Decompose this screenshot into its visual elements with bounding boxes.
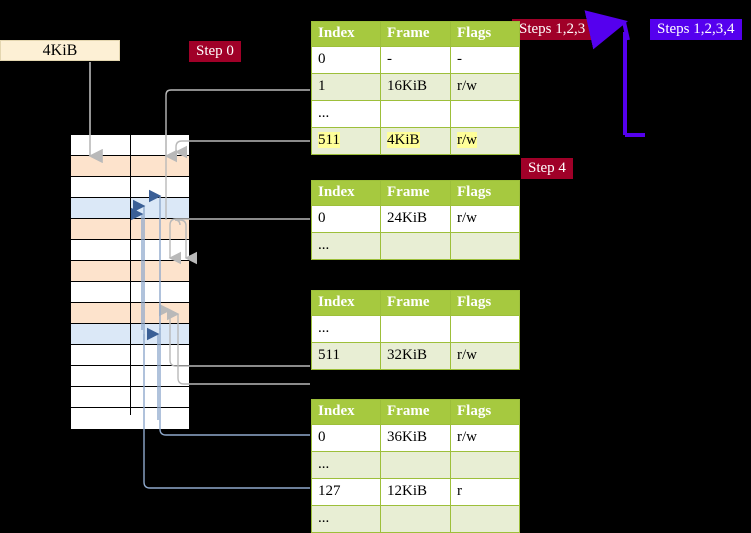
column-header-index: Index <box>311 21 381 47</box>
memory-tick <box>58 176 71 177</box>
cell-index-text: 511 <box>318 132 340 148</box>
cell-flags <box>450 505 520 533</box>
pd-table: Index Frame Flags ... 511 32KiB r/w <box>311 290 520 370</box>
table-row: 0 24KiB r/w <box>311 205 520 233</box>
frame-label-4kib-text: 4KiB <box>42 41 78 59</box>
column-header-frame: Frame <box>380 290 451 316</box>
column-header-flags: Flags <box>450 290 520 316</box>
table-header-row: Index Frame Flags <box>311 399 520 425</box>
memory-tick <box>58 155 71 156</box>
cell-frame: - <box>380 46 451 74</box>
column-header-frame: Frame <box>380 180 451 206</box>
pml4-table: Index Frame Flags 0 - - 1 16KiB r/w ... <box>311 21 520 155</box>
arrow-violet-up <box>584 10 630 50</box>
table-row: 0 36KiB r/w <box>311 424 520 452</box>
cell-flags <box>450 232 520 260</box>
cell-index: 1 <box>311 73 381 101</box>
cell-flags: - <box>450 46 520 74</box>
cell-frame <box>380 315 451 343</box>
cell-flags: r/w <box>450 205 520 233</box>
column-header-index: Index <box>311 180 381 206</box>
cell-index: 511 <box>311 342 381 370</box>
cell-flags: r/w <box>450 73 520 101</box>
memory-tick <box>58 218 71 219</box>
table-row: 127 12KiB r <box>311 478 520 506</box>
cell-index: 511 <box>311 127 381 155</box>
pt-table: Index Frame Flags 0 36KiB r/w ... 127 12… <box>311 399 520 533</box>
table-header-row: Index Frame Flags <box>311 21 520 47</box>
cell-frame <box>380 232 451 260</box>
cell-flags: r <box>450 478 520 506</box>
arrow-table2-to-grid <box>168 218 310 265</box>
table-header-row: Index Frame Flags <box>311 290 520 316</box>
frame-label-4kib: 4KiB <box>0 40 120 61</box>
memory-tick <box>58 260 71 261</box>
badge-steps-1234-text: Steps 1,2,3,4 <box>657 21 735 37</box>
memory-tick <box>58 134 71 135</box>
cell-flags-text: r/w <box>457 132 477 148</box>
column-header-index: Index <box>311 399 381 425</box>
arrow-table1-to-grid <box>174 140 310 159</box>
cell-frame: 16KiB <box>380 73 451 101</box>
memory-tick <box>58 302 71 303</box>
cell-frame: 36KiB <box>380 424 451 452</box>
column-header-frame: Frame <box>380 399 451 425</box>
cell-index: 127 <box>311 478 381 506</box>
column-header-flags: Flags <box>450 180 520 206</box>
column-header-index: Index <box>311 290 381 316</box>
badge-step-4-text: Step 4 <box>528 160 566 176</box>
table-row-highlighted: 511 4KiB r/w <box>311 127 520 155</box>
cell-index: ... <box>311 232 381 260</box>
badge-steps-123: Steps 1,2,3 <box>512 19 593 40</box>
cell-frame: 24KiB <box>380 205 451 233</box>
table-row: 1 16KiB r/w <box>311 73 520 101</box>
table-header-row: Index Frame Flags <box>311 180 520 206</box>
cell-frame: 32KiB <box>380 342 451 370</box>
cell-flags <box>450 451 520 479</box>
cell-flags <box>450 100 520 128</box>
badge-steps-123-text: Steps 1,2,3 <box>519 21 586 37</box>
cell-index: 0 <box>311 205 381 233</box>
cell-index: 0 <box>311 424 381 452</box>
cell-flags: r/w <box>450 342 520 370</box>
badge-step-0-text: Step 0 <box>196 43 234 59</box>
memory-grid-divider <box>130 135 131 415</box>
table-row: ... <box>311 100 520 128</box>
badge-step-0: Step 0 <box>189 41 241 62</box>
badge-step-4: Step 4 <box>521 158 573 179</box>
cell-index: ... <box>311 100 381 128</box>
badge-steps-1234: Steps 1,2,3,4 <box>650 19 742 40</box>
cell-flags <box>450 315 520 343</box>
table-row: 511 32KiB r/w <box>311 342 520 370</box>
table-row: ... <box>311 505 520 533</box>
cell-frame: 12KiB <box>380 478 451 506</box>
table-row: ... <box>311 315 520 343</box>
connector-gray-bottom-right <box>177 377 310 385</box>
column-header-flags: Flags <box>450 399 520 425</box>
cell-index: 0 <box>311 46 381 74</box>
cell-frame-text: 4KiB <box>387 132 420 148</box>
cell-frame <box>380 451 451 479</box>
pdpt-table: Index Frame Flags 0 24KiB r/w ... <box>311 180 520 260</box>
table-row: ... <box>311 232 520 260</box>
cell-frame: 4KiB <box>380 127 451 155</box>
column-header-frame: Frame <box>380 21 451 47</box>
cell-frame <box>380 100 451 128</box>
cell-flags: r/w <box>450 127 520 155</box>
table-row: ... <box>311 451 520 479</box>
cell-flags: r/w <box>450 424 520 452</box>
cell-index: ... <box>311 505 381 533</box>
table-row: 0 - - <box>311 46 520 74</box>
arrow-table3-to-grid <box>158 303 310 367</box>
column-header-flags: Flags <box>450 21 520 47</box>
cell-index: ... <box>311 315 381 343</box>
cell-index: ... <box>311 451 381 479</box>
physical-memory-grid <box>70 134 190 429</box>
cell-frame <box>380 505 451 533</box>
